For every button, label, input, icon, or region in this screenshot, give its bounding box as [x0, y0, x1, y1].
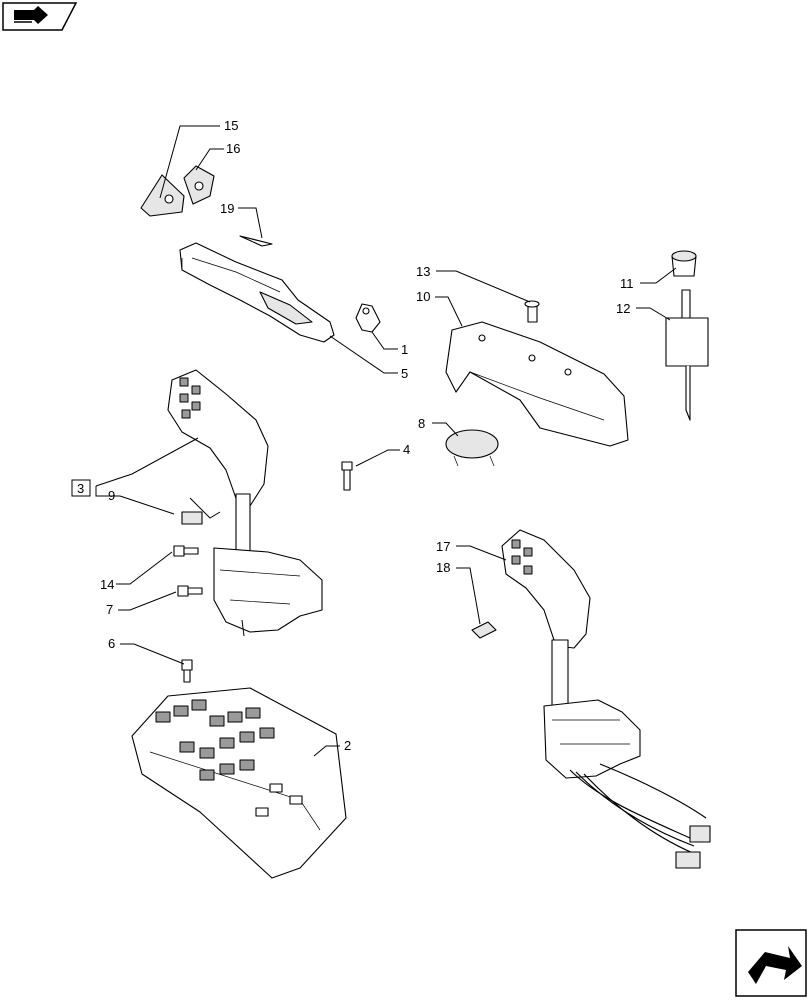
book-arrow-icon[interactable]: [2, 2, 78, 31]
clip-part: [355, 303, 381, 333]
callout-19: 19: [220, 201, 234, 216]
screw-part: [524, 300, 540, 323]
joystick-assembly-right-part: [501, 529, 711, 869]
knob-cover-part: [140, 165, 215, 217]
screw-7-part: [177, 585, 203, 597]
callout-7: 7: [106, 602, 113, 617]
callout-8: 8: [418, 416, 425, 431]
callout-12: 12: [616, 301, 630, 316]
callout-18: 18: [436, 560, 450, 575]
callout-15: 15: [224, 118, 238, 133]
control-unit-part: [131, 687, 347, 879]
callout-11: 11: [620, 276, 634, 291]
clip-18-part: [471, 621, 497, 639]
bolt-part: [341, 461, 353, 491]
bracket-part: [445, 321, 629, 447]
leader-lines: [95, 125, 677, 757]
console-panel-part: [179, 242, 335, 343]
knob-part: [671, 250, 697, 277]
block-part: [181, 511, 203, 525]
label-part: [239, 235, 273, 247]
joystick-assembly-part: [167, 369, 323, 637]
callout-6: 6: [108, 636, 115, 651]
switch-part: [665, 289, 709, 421]
callout-17: 17: [436, 539, 450, 554]
callout-10: 10: [416, 289, 430, 304]
callout-9: 9: [108, 488, 115, 503]
callout-labels: 15 16 19 13 11 10 12 1 5 8 4 3 9 17 18 1…: [77, 118, 634, 753]
screw-6-part: [181, 659, 193, 683]
callout-1: 1: [401, 342, 408, 357]
callout-14: 14: [100, 577, 114, 592]
callout-13: 13: [416, 264, 430, 279]
grommet-part: [445, 429, 499, 467]
callout-5: 5: [401, 366, 408, 381]
callout-4: 4: [403, 442, 410, 457]
callout-2: 2: [344, 738, 351, 753]
screw-14-part: [173, 545, 199, 557]
callout-3-box: [71, 479, 91, 497]
callout-16: 16: [226, 141, 240, 156]
callout-3: 3: [77, 481, 84, 496]
next-page-arrow-icon[interactable]: [735, 929, 807, 997]
